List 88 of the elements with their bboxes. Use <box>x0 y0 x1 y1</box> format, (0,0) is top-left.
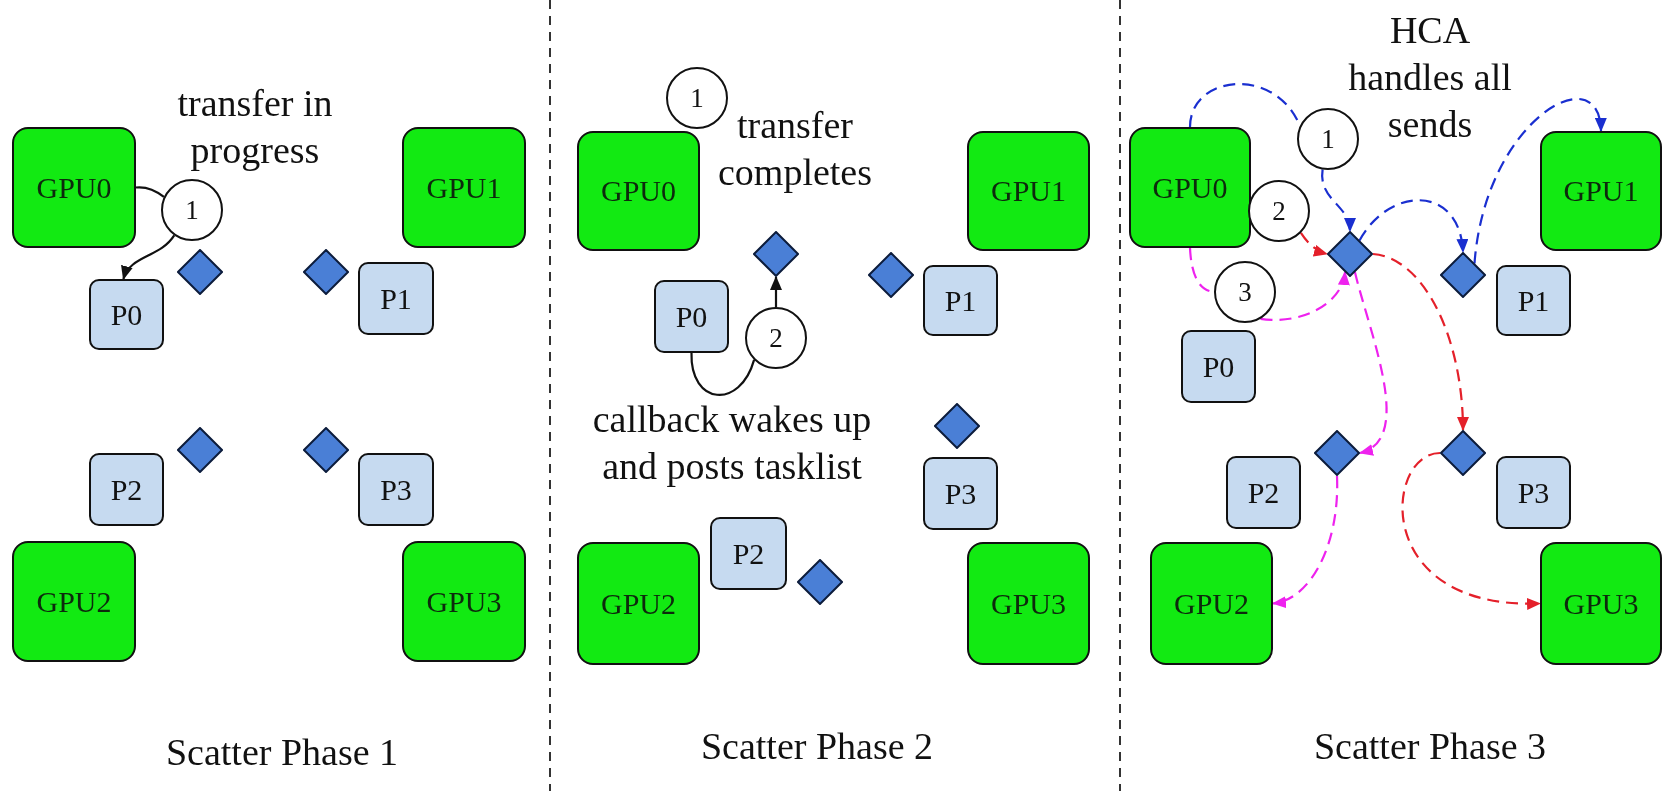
gpu-box <box>12 127 136 248</box>
box-label: P0 <box>110 299 143 330</box>
arrow <box>1260 271 1349 321</box>
box-label: P2 <box>1247 477 1280 508</box>
queue-diamond <box>753 231 799 277</box>
gpu-box <box>1150 542 1273 665</box>
gpu-box <box>577 542 700 665</box>
step-number: 2 <box>1272 197 1286 225</box>
gpu-box <box>1129 127 1251 248</box>
box-label: P1 <box>944 285 977 316</box>
process-box <box>710 517 787 590</box>
arrow <box>1401 451 1541 609</box>
arrow <box>122 234 176 280</box>
queue-diamond <box>868 252 914 298</box>
step-number: 1 <box>1321 125 1335 153</box>
process-box <box>358 262 434 335</box>
box-label: P3 <box>1517 477 1550 508</box>
queue-diamond <box>797 559 843 605</box>
annotation-text: callback wakes up and posts tasklist <box>591 397 873 489</box>
gpu-box <box>402 127 526 248</box>
gpu-box <box>967 542 1090 665</box>
box-label: P0 <box>1202 351 1235 382</box>
box-label: P2 <box>732 538 765 569</box>
gpu-box <box>1540 542 1662 665</box>
box-label: GPU1 <box>1563 176 1639 206</box>
process-box <box>1181 330 1256 403</box>
panel-caption: Scatter Phase 1 <box>164 730 400 775</box>
box-label: P2 <box>110 474 143 505</box>
arrow <box>770 276 782 307</box>
process-box <box>1226 456 1301 529</box>
box-label: GPU3 <box>426 586 502 617</box>
panel-caption: Scatter Phase 2 <box>699 724 935 769</box>
box-label: P1 <box>380 283 412 314</box>
process-box <box>923 265 998 336</box>
annotation-text: transfer in progress <box>176 81 334 173</box>
box-label: GPU0 <box>1152 172 1228 203</box>
connector-line <box>690 352 756 396</box>
box-label: GPU0 <box>36 172 112 203</box>
queue-diamond <box>934 403 980 449</box>
queue-diamond <box>303 249 349 295</box>
arrow <box>1372 252 1469 431</box>
queue-diamond <box>177 249 223 295</box>
process-box <box>358 453 434 526</box>
process-box <box>654 280 729 353</box>
box-label: GPU3 <box>991 588 1066 619</box>
process-box <box>89 279 164 350</box>
connector-line <box>135 186 165 198</box>
panel-caption: Scatter Phase 3 <box>1312 724 1548 769</box>
queue-diamond <box>303 427 349 473</box>
gpu-box <box>577 131 700 251</box>
arrow <box>1358 199 1468 253</box>
box-label: GPU0 <box>601 176 676 206</box>
arrow <box>1272 476 1339 607</box>
process-box <box>923 457 998 530</box>
box-label: P3 <box>380 474 412 505</box>
annotation-text: transfer completes <box>716 103 874 195</box>
gpu-box <box>402 541 526 662</box>
box-label: P1 <box>1517 285 1550 316</box>
queue-diamond <box>1327 231 1373 277</box>
step-circle <box>1248 180 1310 242</box>
box-label: P0 <box>675 301 708 332</box>
annotation-text: HCA handles all sends <box>1347 8 1513 147</box>
queue-diamond <box>1440 430 1486 476</box>
queue-diamond <box>1440 252 1486 298</box>
process-box <box>89 453 164 526</box>
box-label: GPU3 <box>1563 588 1639 619</box>
gpu-box <box>12 541 136 662</box>
arrow <box>1300 232 1328 256</box>
process-box <box>1496 265 1571 336</box>
step-number: 2 <box>769 324 783 352</box>
step-number: 3 <box>1238 278 1252 306</box>
box-label: GPU2 <box>1174 588 1249 619</box>
arrow <box>1353 271 1388 454</box>
box-label: GPU1 <box>426 172 502 203</box>
gpu-box <box>967 131 1090 251</box>
arrow <box>1321 169 1355 232</box>
box-label: P3 <box>944 478 977 509</box>
box-label: GPU2 <box>601 588 676 619</box>
connector-line <box>1188 83 1301 128</box>
arrow <box>1473 98 1605 264</box>
box-label: GPU2 <box>36 586 112 617</box>
box-label: GPU1 <box>991 176 1066 206</box>
process-box <box>1496 456 1571 529</box>
step-number: 1 <box>185 196 199 224</box>
step-number: 1 <box>690 84 704 112</box>
queue-diamond <box>1314 430 1360 476</box>
queue-diamond <box>177 427 223 473</box>
gpu-box <box>1540 131 1662 251</box>
